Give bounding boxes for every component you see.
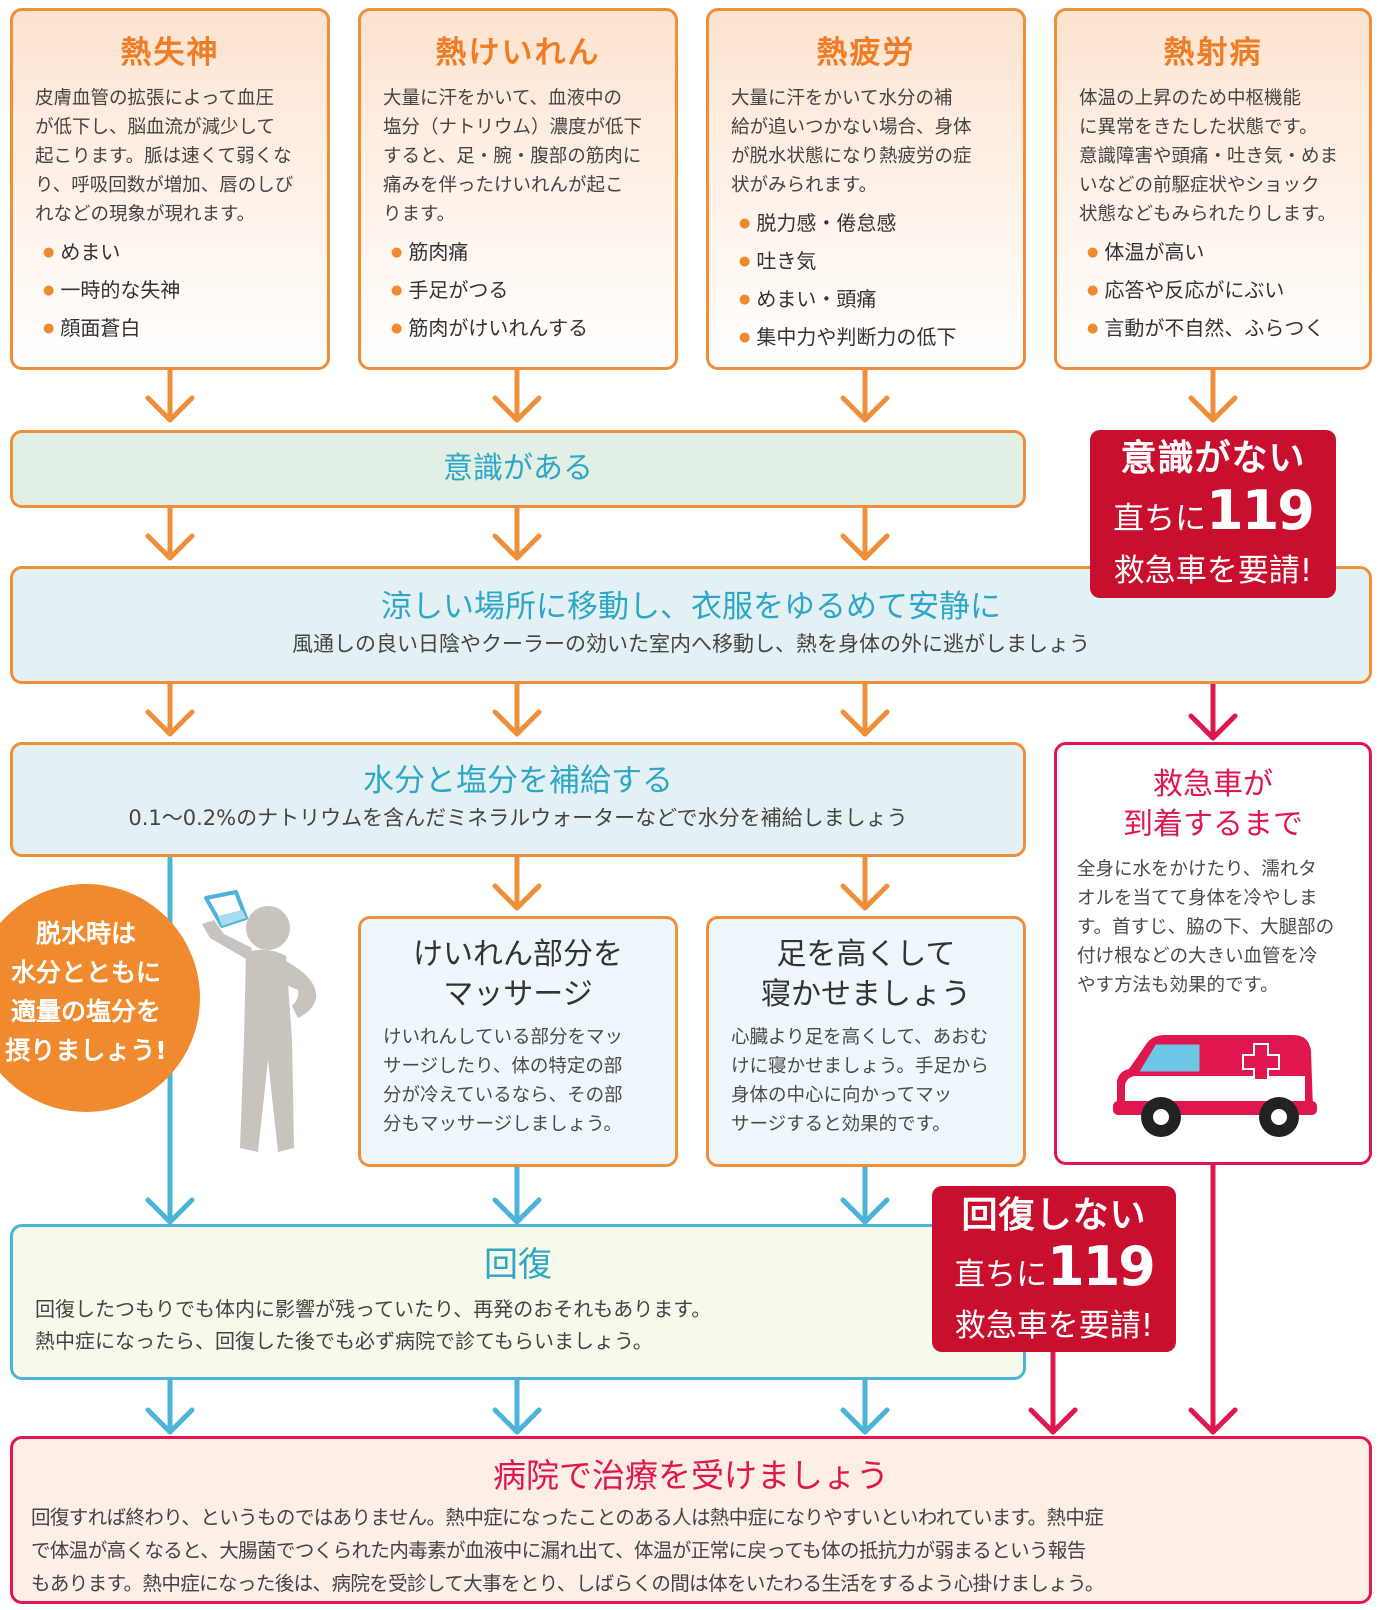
ambulance-card-description: 全身に水をかけたり、濡れタオルを当てて身体を冷やします。首すじ、脇の下、大腿部の… <box>1077 859 1335 996</box>
emergency-number: 119 <box>1047 1235 1156 1298</box>
condition-card-heat-exhaustion: 熱疲労 大量に汗をかいて水分の補給が追いつかない場合、身体が脱水状態になり熱疲労… <box>706 8 1026 370</box>
cool-place-title: 涼しい場所に移動し、衣服をゆるめて安静に <box>381 589 1001 625</box>
elevate-legs-description: 心臓より足を高くして、あおむけに寝かせましょう。手足から身体の中心に向かってマッ… <box>731 1027 989 1135</box>
condition-title: 熱疲労 <box>816 35 916 71</box>
ambulance-icon <box>1113 1035 1317 1137</box>
condition-description: 大量に汗をかいて水分の補給が追いつかない場合、身体が脱水状態になり熱疲労の症状が… <box>731 88 972 196</box>
symptom-item: 応答や反応がにぶい <box>1087 273 1369 311</box>
not-recovered-title: 回復しない <box>961 1195 1147 1236</box>
condition-card-heat-cramps: 熱けいれん 大量に汗をかいて、血液中の塩分（ナトリウム）濃度が低下すると、足・腕… <box>358 8 678 370</box>
condition-card-heat-stroke: 熱射病 体温の上昇のため中枢機能に異常をきたした状態です。意識障害や頭痛・吐き気… <box>1054 8 1372 370</box>
condition-title: 熱失神 <box>120 35 220 71</box>
not-recovered-alert: 回復しない 直ちに119 救急車を要請! <box>932 1186 1176 1352</box>
symptom-item: 顔面蒼白 <box>43 311 327 349</box>
symptom-list: 筋肉痛 手足がつる 筋肉がけいれんする <box>391 235 675 349</box>
unconscious-alert: 意識がない 直ちに119 救急車を要請! <box>1090 430 1336 598</box>
elevate-legs-card: 足を高くして寝かせましょう 心臓より足を高くして、あおむけに寝かせましょう。手足… <box>706 916 1026 1167</box>
hospital-description: 回復すれば終わり、というものではありません。熱中症になったことのある人は熱中症に… <box>31 1506 1104 1595</box>
until-ambulance-arrives-card: 救急車が到着するまで 全身に水をかけたり、濡れタオルを当てて身体を冷やします。首… <box>1054 742 1372 1165</box>
condition-description: 大量に汗をかいて、血液中の塩分（ナトリウム）濃度が低下すると、足・腕・腹部の筋肉… <box>383 88 643 225</box>
elevate-legs-title: 足を高くして寝かせましょう <box>761 937 971 1012</box>
recovery-title: 回復 <box>484 1245 552 1285</box>
symptom-list: めまい 一時的な失神 顔面蒼白 <box>43 235 327 349</box>
unconscious-title: 意識がない <box>1120 438 1306 479</box>
dehydration-tip-badge: 脱水時は 水分とともに 適量の塩分を 摂りましょう! <box>0 884 200 1112</box>
person-drinking-icon <box>202 890 317 1152</box>
massage-card: けいれん部分をマッサージ けいれんしている部分をマッサージしたり、体の特定の部分… <box>358 916 678 1167</box>
emergency-number: 119 <box>1206 479 1315 542</box>
hydrate-title: 水分と塩分を補給する <box>363 763 673 799</box>
hospital-title: 病院で治療を受けましょう <box>493 1456 889 1495</box>
cool-place-subtitle: 風通しの良い日陰やクーラーの効いた室内へ移動し、熱を身体の外に逃がしましょう <box>292 632 1090 656</box>
symptom-item: 脱力感・倦怠感 <box>739 206 1023 244</box>
hospital-step: 病院で治療を受けましょう 回復すれば終わり、というものではありません。熱中症にな… <box>10 1436 1372 1604</box>
massage-description: けいれんしている部分をマッサージしたり、体の特定の部分が冷えているなら、その部分… <box>383 1027 623 1135</box>
condition-title: 熱けいれん <box>435 35 601 71</box>
symptom-item: 吐き気 <box>739 244 1023 282</box>
symptom-item: 集中力や判断力の低下 <box>739 320 1023 358</box>
not-recovered-action: 救急車を要請! <box>954 1308 1154 1344</box>
hydrate-step: 水分と塩分を補給する 0.1〜0.2%のナトリウムを含んだミネラルウォーターなど… <box>10 742 1026 857</box>
symptom-item: 手足がつる <box>391 273 675 311</box>
symptom-item: めまい・頭痛 <box>739 282 1023 320</box>
condition-description: 体温の上昇のため中枢機能に異常をきたした状態です。意識障害や頭痛・吐き気・めまい… <box>1079 88 1339 225</box>
condition-title: 熱射病 <box>1163 35 1263 71</box>
call-119-line: 直ちに119 <box>954 1235 1156 1298</box>
condition-description: 皮膚血管の拡張によって血圧が低下し、脳血流が減少して起こります。脈は速くて弱くな… <box>35 88 294 225</box>
conscious-label: 意識がある <box>443 451 593 486</box>
symptom-item: 言動が不自然、ふらつく <box>1087 311 1369 349</box>
hydrate-subtitle: 0.1〜0.2%のナトリウムを含んだミネラルウォーターなどで水分を補給しましょう <box>128 806 908 830</box>
call-119-line: 直ちに119 <box>1113 479 1315 542</box>
recovery-step: 回復 回復したつもりでも体内に影響が残っていたり、再発のおそれもあります。熱中症… <box>10 1224 1026 1380</box>
cool-place-step: 涼しい場所に移動し、衣服をゆるめて安静に 風通しの良い日陰やクーラーの効いた室内… <box>10 566 1372 684</box>
symptom-item: 体温が高い <box>1087 235 1369 273</box>
unconscious-action: 救急車を要請! <box>1113 553 1313 589</box>
symptom-item: 筋肉がけいれんする <box>391 311 675 349</box>
condition-card-heat-syncope: 熱失神 皮膚血管の拡張によって血圧が低下し、脳血流が減少して起こります。脈は速く… <box>10 8 330 370</box>
ambulance-card-title: 救急車が到着するまで <box>1123 767 1303 842</box>
symptom-item: めまい <box>43 235 327 273</box>
symptom-item: 一時的な失神 <box>43 273 327 311</box>
recovery-description: 回復したつもりでも体内に影響が残っていたり、再発のおそれもあります。熱中症になっ… <box>35 1297 712 1353</box>
symptom-list: 脱力感・倦怠感 吐き気 めまい・頭痛 集中力や判断力の低下 <box>739 206 1023 358</box>
massage-title: けいれん部分をマッサージ <box>413 937 623 1012</box>
symptom-list: 体温が高い 応答や反応がにぶい 言動が不自然、ふらつく <box>1087 235 1369 349</box>
conscious-step: 意識がある <box>10 430 1026 508</box>
symptom-item: 筋肉痛 <box>391 235 675 273</box>
